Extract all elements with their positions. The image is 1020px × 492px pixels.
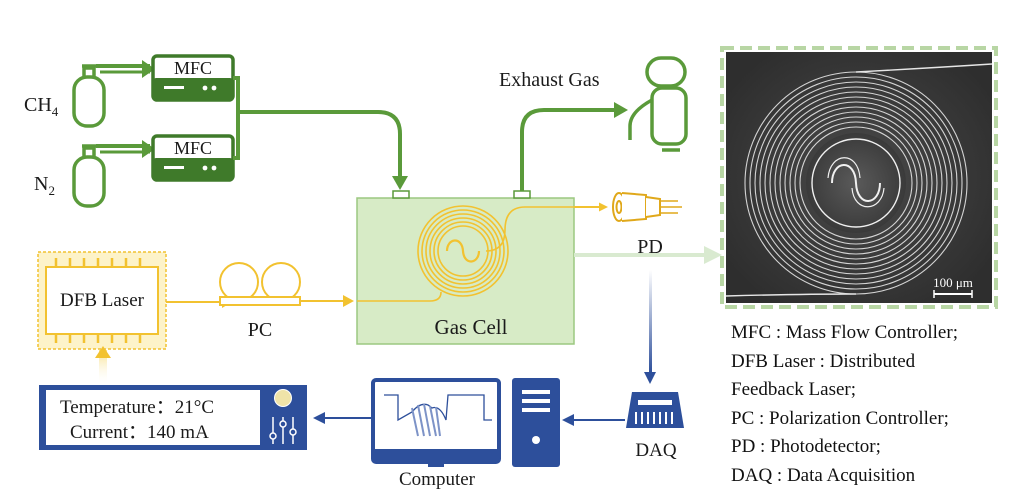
pd-daq-arrowhead (644, 372, 656, 384)
abbreviation-legend: MFC : Mass Flow Controller; DFB Laser : … (731, 319, 1016, 490)
pd-daq-line (649, 270, 652, 373)
gas-cell-outlet-port (513, 190, 531, 199)
exhaust-pump-icon (628, 56, 688, 152)
gas-cell-spiral (417, 205, 509, 297)
n2-arrowhead (142, 140, 155, 158)
mfc-top-label: MFC (174, 58, 212, 78)
laser-controller-box (39, 385, 307, 450)
sem-s-bend (811, 138, 901, 228)
mfc-bottom-label: MFC (174, 138, 212, 158)
zoom-link-arrowhead (704, 246, 722, 264)
mfc-top-box (151, 54, 235, 102)
current-readout: Current：140 mA (70, 422, 209, 443)
legend-line: PC : Polarization Controller; (731, 407, 949, 429)
daq-computer-arrowhead (562, 414, 574, 426)
pc-label: PC (248, 319, 272, 341)
daq-device-icon (626, 392, 684, 428)
laser-control-link (99, 350, 107, 385)
exhaust-arrowhead (614, 102, 628, 118)
computer-monitor-icon (371, 378, 501, 467)
sem-scale-label: 100 μm (933, 275, 973, 290)
daq-label: DAQ (635, 440, 676, 461)
n2-cylinder-icon (72, 144, 106, 208)
polarization-controller-icon (219, 262, 301, 306)
legend-line: DFB Laser : Distributed (731, 350, 916, 372)
n2-label: N2 (34, 173, 55, 198)
legend-line: Feedback Laser; (731, 379, 857, 400)
temperature-readout: Temperature：21°C (60, 397, 214, 418)
computer-tower-icon (512, 378, 560, 467)
gas-inlet-arrowhead (392, 176, 408, 190)
cell-output-fiber (485, 206, 574, 252)
cell-internal-fiber (357, 291, 442, 302)
sem-feed-waveguide-bottom (725, 293, 857, 297)
gas-inlet-line (233, 76, 404, 184)
laser-control-arrowhead (95, 346, 111, 358)
exhaust-line (520, 108, 618, 191)
computer-controller-arrowhead (313, 412, 325, 424)
computer-label: Computer (399, 469, 476, 490)
legend-line: DAQ : Data Acquisition (731, 464, 916, 486)
photodetector-icon (612, 192, 682, 222)
ch4-arrowhead (142, 60, 155, 78)
sem-feed-waveguide-top (855, 63, 993, 73)
dfb-laser-chip (37, 251, 167, 350)
gas-cell-label: Gas Cell (435, 315, 508, 339)
dfb-laser-label: DFB Laser (60, 290, 145, 311)
gas-cell-inlet-port (392, 190, 410, 199)
ch4-label: CH4 (24, 94, 59, 119)
pd-label: PD (637, 236, 663, 258)
pc-cell-arrowhead (343, 295, 354, 307)
sem-frame (720, 46, 998, 309)
sem-scale-bar (933, 290, 973, 298)
cylinder-mfc-lines (96, 64, 150, 154)
legend-line: MFC : Mass Flow Controller; (731, 322, 958, 343)
legend-line: PD : Photodetector; (731, 436, 881, 457)
ch4-cylinder-icon (72, 64, 106, 128)
exhaust-label: Exhaust Gas (499, 69, 600, 91)
